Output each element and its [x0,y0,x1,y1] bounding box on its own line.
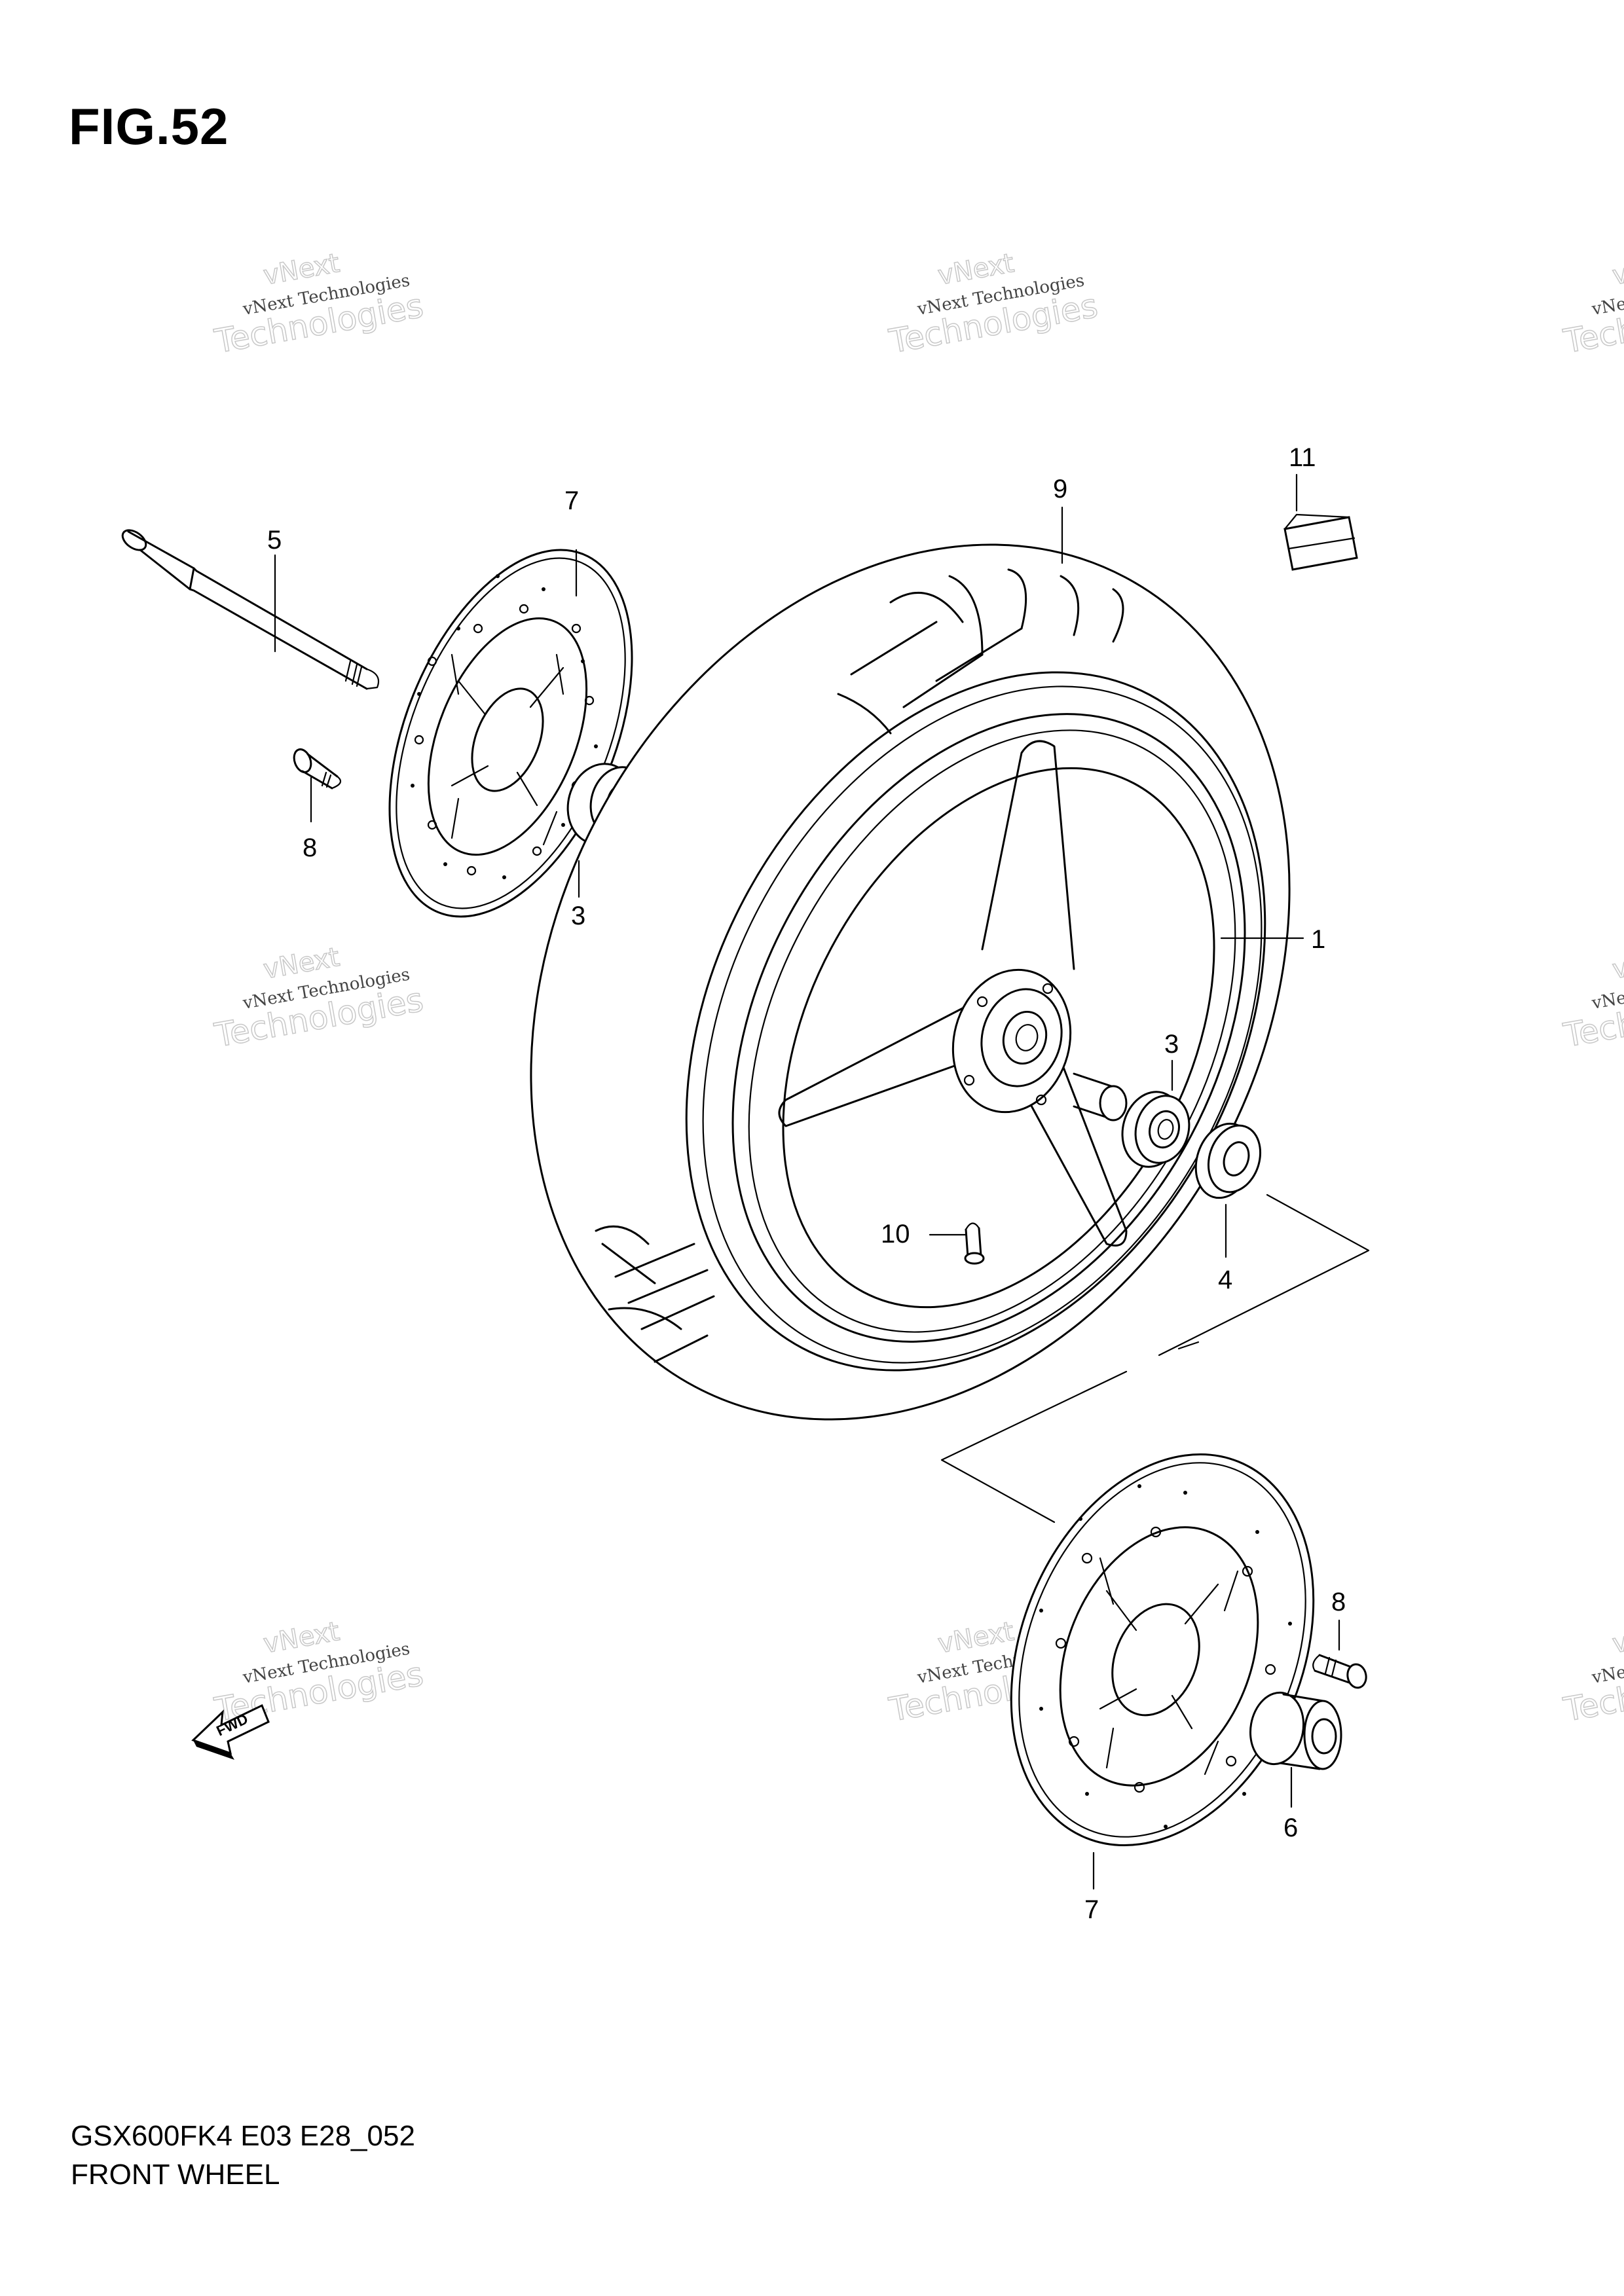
watermark-mid-left: vNext vNext Technologies Technologies [211,941,426,1055]
bolt-left-part [293,748,342,790]
watermark-top-right: vNext vNext Technologies Technologies [1560,247,1624,361]
svg-text:vNext: vNext [1610,248,1624,291]
tire-and-wheel-part [530,543,1291,1421]
collar-part [1249,1691,1342,1770]
section-name-label: FRONT WHEEL [71,2159,280,2191]
callout-spacer: 4 [1218,1266,1232,1294]
bearing-right-part [1121,1091,1190,1168]
callout-valve: 10 [881,1220,910,1248]
valve-part [964,1222,985,1265]
callout-collar: 6 [1283,1813,1298,1842]
callout-bearing-left: 3 [571,902,585,930]
figure-title: FIG.52 [69,98,229,155]
assembly-guide-lines [940,1194,1370,1523]
callout-disc-bottom: 7 [1084,1895,1099,1924]
watermark-low-right: vNext vNext Technologies Technologies [1560,1616,1624,1729]
watermark-top-center: vNext vNext Technologies Technologies [885,247,1101,361]
callout-tire: 9 [1053,475,1067,503]
callout-balancer: 11 [1289,443,1316,472]
axle-part [121,529,380,690]
callout-wheel: 1 [1311,925,1325,954]
leader-lines [274,473,1340,1890]
balancer-part [1283,513,1358,571]
callout-axle: 5 [267,526,282,555]
model-code-label: GSX600FK4 E03 E28_052 [71,2120,415,2152]
callout-bolt-right: 8 [1331,1588,1346,1616]
callout-bolt-left: 8 [303,833,317,862]
watermark-low-left: vNext vNext Technologies Technologies [211,1616,426,1729]
watermark-top-left: vNext vNext Technologies Technologies [211,247,426,361]
callout-bearing-right: 3 [1164,1030,1179,1059]
brake-disc-bottom-part [1010,1453,1315,1846]
callout-disc-top: 7 [564,486,579,515]
svg-text:vNext: vNext [1610,942,1624,985]
bolt-right-part [1312,1654,1367,1689]
forward-arrow-icon: FWD [191,1704,270,1760]
spacer-part [1194,1122,1262,1199]
svg-text:vNext: vNext [1610,1616,1624,1660]
watermark-mid-right: vNext vNext Technologies Technologies [1560,941,1624,1055]
